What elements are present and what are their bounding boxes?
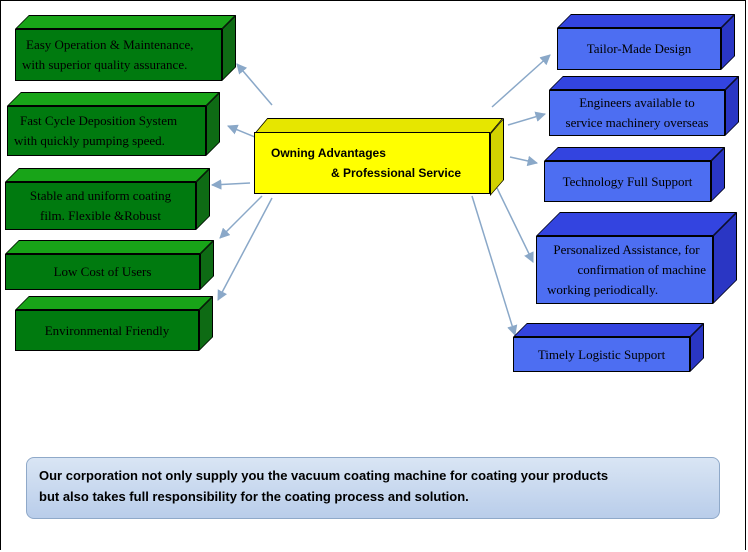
left-box-easy-operation: Easy Operation & Maintenance, with super… xyxy=(15,15,236,81)
left-box-environmental: Environmental Friendly xyxy=(15,296,213,351)
right-box-tailor-made: Tailor-Made Design xyxy=(557,14,735,70)
center-title-line1: Owning Advantages xyxy=(271,146,386,160)
left-box-fast-cycle: Fast Cycle Deposition System with quickl… xyxy=(7,92,220,156)
left-item-line: Fast Cycle Deposition System xyxy=(20,113,178,128)
note-line2: but also takes full responsibility for t… xyxy=(39,489,469,504)
left-box-stable-film: Stable and uniform coating film. Flexibl… xyxy=(5,168,210,230)
arrow-to-tailor-made xyxy=(491,54,551,108)
arrow-to-stable-film xyxy=(210,179,251,190)
right-item-line: service machinery overseas xyxy=(565,115,709,130)
arrow-to-low-cost xyxy=(219,195,263,239)
left-item-line: Easy Operation & Maintenance, xyxy=(26,37,194,52)
left-item-line: with quickly pumping speed. xyxy=(14,133,165,148)
right-item-line: Timely Logistic Support xyxy=(537,346,666,362)
left-item-line: with superior quality assurance. xyxy=(22,57,188,72)
right-item-line: Engineers available to xyxy=(579,95,695,110)
right-item-line: Personalized Assistance, for xyxy=(553,242,700,257)
right-box-personalized: Personalized Assistance, for confirmatio… xyxy=(536,212,737,304)
arrow-to-environmental xyxy=(217,197,273,301)
arrow-to-personalized xyxy=(496,187,534,263)
center-box: Owning Advantages & Professional Service xyxy=(254,117,504,196)
left-box-low-cost: Low Cost of Users xyxy=(5,240,214,290)
center-title-line2: & Professional Service xyxy=(331,166,462,180)
corporation-note: Our corporation not only supply you the … xyxy=(26,457,720,519)
arrow-to-engineers xyxy=(507,111,547,126)
right-item-line: Technology Full Support xyxy=(562,173,693,189)
right-item-line: confirmation of machine xyxy=(577,262,706,277)
left-item-line: film. Flexible &Robust xyxy=(40,208,161,223)
arrow-to-technology xyxy=(509,155,539,167)
right-item-line: Tailor-Made Design xyxy=(586,41,692,56)
right-item-line: working periodically. xyxy=(547,282,659,297)
note-line1: Our corporation not only supply you the … xyxy=(39,468,609,483)
left-item-line: Stable and uniform coating xyxy=(29,188,172,203)
arrow-to-logistic xyxy=(471,195,518,337)
right-box-engineers: Engineers available to service machinery… xyxy=(549,76,739,136)
right-box-technology: Technology Full Support xyxy=(544,147,725,202)
arrow-to-easy-operation xyxy=(236,63,273,106)
arrow-to-fast-cycle xyxy=(227,124,256,138)
right-box-logistic: Timely Logistic Support xyxy=(513,323,704,372)
left-item-line: Environmental Friendly xyxy=(44,322,170,338)
left-item-line: Low Cost of Users xyxy=(53,264,152,279)
